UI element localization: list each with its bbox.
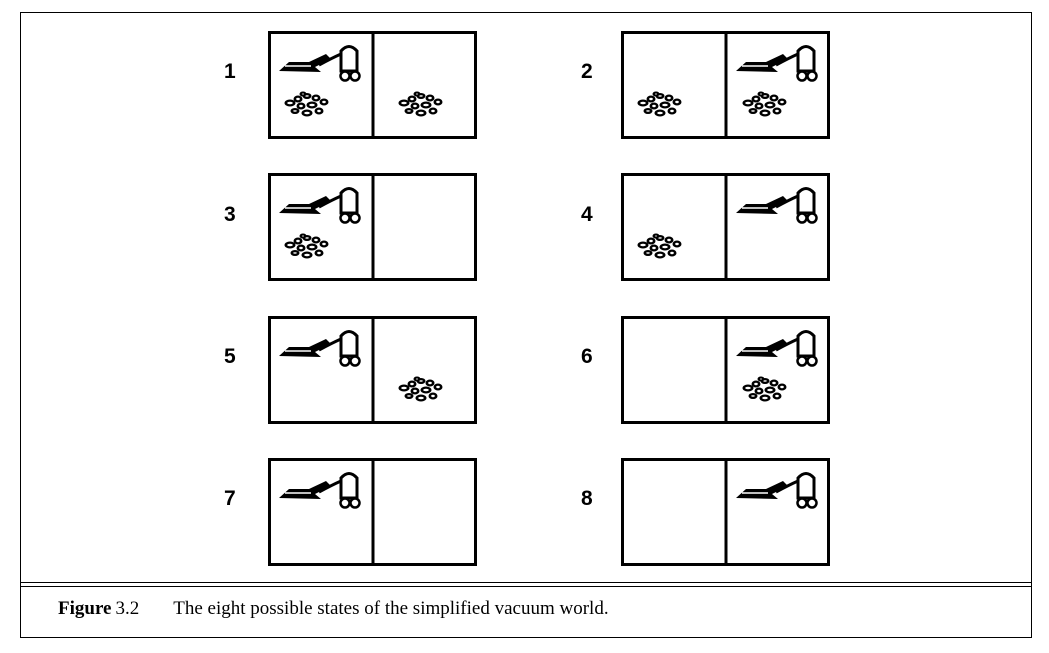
caption-text: The eight possible states of the simplif… xyxy=(173,598,609,619)
state-label-6: 6 xyxy=(581,345,593,368)
state-label-5: 5 xyxy=(224,345,236,368)
dirt-pile-icon xyxy=(284,233,329,259)
dirt-pile-icon xyxy=(284,91,329,117)
caption-divider xyxy=(20,586,1032,587)
dirt-pile-icon xyxy=(742,91,787,117)
vacuum-cleaner-icon xyxy=(736,187,818,224)
vacuum-cleaner-icon xyxy=(279,45,361,82)
state-label-1: 1 xyxy=(224,60,236,83)
vacuum-world-state-1 xyxy=(268,31,477,139)
caption-divider xyxy=(20,582,1032,583)
vacuum-cleaner-icon xyxy=(279,472,361,509)
vacuum-world-state-5 xyxy=(268,316,477,424)
vacuum-cleaner-icon xyxy=(736,45,818,82)
vacuum-cleaner-icon xyxy=(279,330,361,367)
vacuum-world-state-4 xyxy=(621,173,830,281)
dirt-pile-icon xyxy=(637,91,682,117)
vacuum-world-state-8 xyxy=(621,458,830,566)
figure-number: 3.2 xyxy=(115,598,140,619)
vacuum-cleaner-icon xyxy=(279,187,361,224)
figure-word: Figure xyxy=(58,598,112,619)
state-label-7: 7 xyxy=(224,487,236,510)
vacuum-world-state-2 xyxy=(621,31,830,139)
vacuum-world-state-6 xyxy=(621,316,830,424)
state-label-4: 4 xyxy=(581,203,593,226)
state-label-8: 8 xyxy=(581,487,593,510)
figure-frame xyxy=(20,12,1032,638)
dirt-pile-icon xyxy=(398,376,443,402)
dirt-pile-icon xyxy=(398,91,443,117)
state-label-3: 3 xyxy=(224,203,236,226)
vacuum-cleaner-icon xyxy=(736,330,818,367)
vacuum-world-state-7 xyxy=(268,458,477,566)
state-label-2: 2 xyxy=(581,60,593,83)
dirt-pile-icon xyxy=(637,233,682,259)
vacuum-cleaner-icon xyxy=(736,472,818,509)
vacuum-world-state-3 xyxy=(268,173,477,281)
dirt-pile-icon xyxy=(742,376,787,402)
